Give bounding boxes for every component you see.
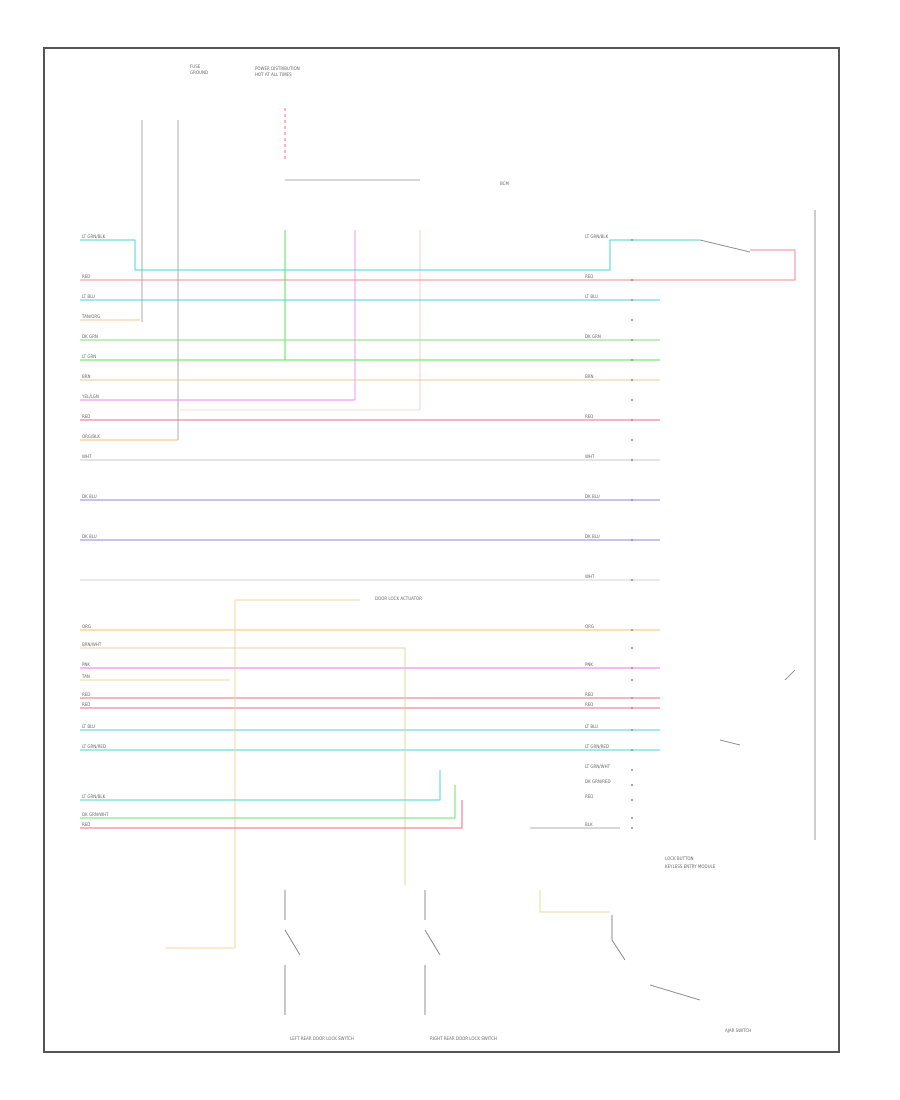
wire-label-right: DK BLU: [585, 534, 600, 539]
label-power-distribution: POWER DISTRIBUTION: [255, 66, 300, 71]
label-keyless-entry-module: KEYLESS ENTRY MODULE: [665, 864, 716, 869]
connector-pin: [631, 707, 633, 709]
top-switch-loop: [80, 210, 816, 840]
wire-bus: LT GRN/BLK LT GRN/BLK RED RED LT BLU LT BLU TA…: [80, 234, 660, 829]
wire-label-left: LT GRN/BLK: [82, 234, 106, 239]
connector-pin: [631, 419, 633, 421]
wire-label-left: LT GRN: [82, 354, 96, 359]
label-ground: GROUND: [190, 70, 208, 75]
connector-pin: [631, 647, 633, 649]
connector-pin: [631, 239, 633, 241]
bottom-switch-left: [284, 890, 301, 1015]
connector-pin: [631, 799, 633, 801]
connector-pin: [631, 279, 633, 281]
connector-pin: [631, 319, 633, 321]
wire-label-left: DK GRN/WHT: [82, 812, 109, 817]
wire-label-right: BRN: [585, 374, 594, 379]
component-labels: POWER DISTRIBUTION HOT AT ALL TIMES FUSE…: [190, 64, 751, 1041]
connector-pin: [631, 679, 633, 681]
wire-label-left: LT GRN/RED: [82, 744, 106, 749]
wire-label-left: LT BLU: [82, 294, 95, 299]
wire-label-right: ORG: [585, 624, 594, 629]
bottom-switch-middle: [424, 890, 441, 1015]
wire-label-right: WHT: [585, 454, 595, 459]
wire-label-left: RED: [82, 822, 90, 827]
wire-label-right: LT BLU: [585, 724, 598, 729]
wire-label-left: DK BLU: [82, 494, 97, 499]
wire-label-left: DK GRN: [82, 334, 98, 339]
wire-label-left: LT BLU: [82, 724, 95, 729]
label-bcm: BCM: [500, 181, 509, 186]
connector-pin: [631, 459, 633, 461]
connector-pin: [631, 339, 633, 341]
wire-label-left: LT GRN/BLK: [82, 794, 106, 799]
wire-label-right: RED: [585, 692, 593, 697]
wire-label-right: BLK: [585, 822, 593, 827]
label-lock-button: LOCK BUTTON: [665, 856, 694, 861]
wire-label-right: LT GRN/BLK: [585, 234, 609, 239]
label-right-rear-switch: RIGHT REAR DOOR LOCK SWITCH: [430, 1036, 497, 1041]
connector-pin: [631, 359, 633, 361]
connector-pin: [631, 729, 633, 731]
wire-label-right: LT GRN/RED: [585, 744, 609, 749]
connector-pin: [631, 439, 633, 441]
label-door-lock-actuator: DOOR LOCK ACTUATOR: [375, 596, 422, 601]
label-hot-at-all-times: HOT AT ALL TIMES: [255, 72, 292, 77]
label-left-rear-switch: LEFT REAR DOOR LOCK SWITCH: [290, 1036, 354, 1041]
connector-pin: [631, 827, 633, 829]
wire-label-left: RED: [82, 702, 90, 707]
wire-label-right: RED: [585, 702, 593, 707]
connector-pin: [631, 499, 633, 501]
wire-label-right: DK GRN/RED: [585, 779, 611, 784]
wire-label-left: DK BLU: [82, 534, 97, 539]
wire-label-left: RED: [82, 692, 90, 697]
wire-label-left: ORG: [82, 624, 91, 629]
wire-label-right: RED: [585, 414, 593, 419]
lower-routing: [80, 599, 620, 949]
top-vertical-wires: [80, 108, 421, 441]
wire-label-right: LT BLU: [585, 294, 598, 299]
wire-label-right: LT GRN/WHT: [585, 764, 611, 769]
wire-label-left: BRN/WHT: [82, 642, 102, 647]
connector-pin: [631, 697, 633, 699]
label-fuse: FUSE: [190, 64, 201, 69]
connector-pin: [631, 769, 633, 771]
wire-label-left: RED: [82, 414, 90, 419]
wire-label-left: ORG/BLK: [82, 434, 100, 439]
connector-pin: [631, 784, 633, 786]
wire-label-left: RED: [82, 274, 90, 279]
connector-pin: [631, 629, 633, 631]
wire-label-left: PNK: [82, 662, 90, 667]
wire-label-right: WHT: [585, 574, 595, 579]
diagram-frame: [43, 47, 840, 1053]
wire-label-left: BRN: [82, 374, 91, 379]
connector-pin: [631, 299, 633, 301]
wire-label-right: PNK: [585, 662, 593, 667]
wire-label-right: DK GRN: [585, 334, 601, 339]
bottom-switch-right: [539, 669, 796, 1001]
wire-label-right: RED: [585, 794, 593, 799]
connector-pin: [631, 817, 633, 819]
connector-pin: [631, 749, 633, 751]
wire-label-left: TAN: [81, 674, 90, 679]
wire-label-right: RED: [585, 274, 593, 279]
connector-pin: [631, 539, 633, 541]
connector-pin: [631, 379, 633, 381]
wire-label-left: WHT: [82, 454, 92, 459]
wire-label-left: YEL/LGN: [81, 394, 99, 399]
wire-label-right: DK BLU: [585, 494, 600, 499]
wire-label-left: TAN/ORG: [81, 314, 100, 319]
connector-pin: [631, 579, 633, 581]
connector-pin: [631, 667, 633, 669]
connector-pin: [631, 399, 633, 401]
label-ajar-switch: AJAR SWITCH: [725, 1028, 751, 1033]
